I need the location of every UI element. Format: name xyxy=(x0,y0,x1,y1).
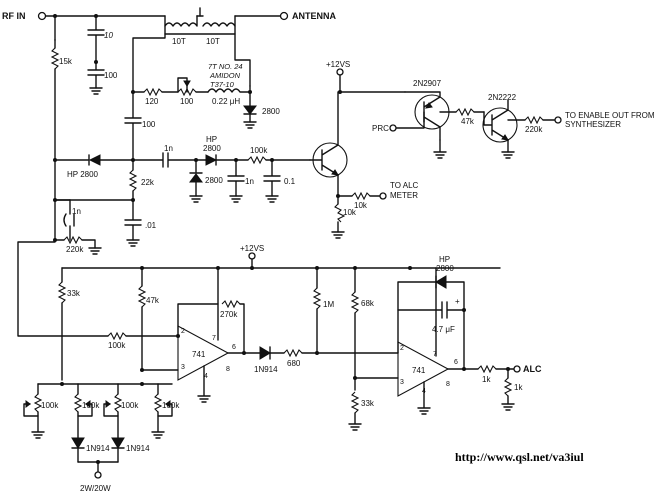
svg-text:4.7 μF: 4.7 μF xyxy=(432,325,455,334)
transistor-section: +12VS 10k TO ALC METER 10k 2N2907 PRC xyxy=(309,60,655,239)
svg-text:100k: 100k xyxy=(162,401,180,410)
plus12-mid-terminal xyxy=(248,252,256,260)
svg-text:741: 741 xyxy=(412,366,426,375)
svg-text:220k: 220k xyxy=(525,125,543,134)
svg-text:220k: 220k xyxy=(66,245,84,254)
svg-text:120: 120 xyxy=(145,97,159,106)
svg-text:2N2222: 2N2222 xyxy=(488,93,517,102)
svg-text:ALC: ALC xyxy=(523,364,542,374)
svg-text:1N914: 1N914 xyxy=(254,365,278,374)
svg-text:3: 3 xyxy=(181,364,185,371)
svg-text:7T NO. 24: 7T NO. 24 xyxy=(208,62,243,71)
svg-text:HP: HP xyxy=(439,255,450,264)
svg-text:270k: 270k xyxy=(220,310,238,319)
svg-text:.01: .01 xyxy=(145,221,157,230)
svg-text:1k: 1k xyxy=(514,383,523,392)
svg-text:3: 3 xyxy=(400,379,404,386)
svg-text:2: 2 xyxy=(400,345,404,352)
svg-text:TO ENABLE OUT FROM: TO ENABLE OUT FROM xyxy=(565,111,655,120)
svg-text:TO ALC: TO ALC xyxy=(390,181,419,190)
svg-text:0.1: 0.1 xyxy=(284,177,296,186)
svg-text:1N914: 1N914 xyxy=(126,444,150,453)
svg-text:1N914: 1N914 xyxy=(86,444,110,453)
svg-text:8: 8 xyxy=(446,381,450,388)
svg-text:10k: 10k xyxy=(343,208,357,217)
svg-text:1M: 1M xyxy=(323,300,334,309)
svg-text:100k: 100k xyxy=(108,341,126,350)
svg-text:PRC: PRC xyxy=(372,124,389,133)
svg-text:+12VS: +12VS xyxy=(240,244,264,253)
pot-d: 100k xyxy=(151,383,180,439)
svg-text:100k: 100k xyxy=(121,401,139,410)
svg-text:+: + xyxy=(455,297,460,306)
svg-text:7: 7 xyxy=(433,351,437,358)
svg-text:2800: 2800 xyxy=(205,176,223,185)
svg-text:10T: 10T xyxy=(206,37,220,46)
svg-text:100: 100 xyxy=(104,71,118,80)
opamp-section: +12VS 33k 100k 47k 741 2 3 7 4 8 xyxy=(17,239,542,431)
svg-text:2800: 2800 xyxy=(436,264,454,273)
svg-text:100k: 100k xyxy=(41,401,59,410)
svg-text:0.22 μH: 0.22 μH xyxy=(212,97,240,106)
svg-text:10k: 10k xyxy=(354,201,368,210)
pot-c: 100k xyxy=(103,383,139,439)
svg-text:68k: 68k xyxy=(361,299,375,308)
opamp-741-a xyxy=(177,325,230,381)
svg-text:HP 2800: HP 2800 xyxy=(67,170,99,179)
svg-text:6: 6 xyxy=(454,359,458,366)
pot-b: 100k xyxy=(73,383,100,439)
svg-text:2W/20W: 2W/20W xyxy=(80,484,111,493)
svg-text:HP: HP xyxy=(206,135,217,144)
svg-text:1n: 1n xyxy=(72,207,81,216)
svg-text:47k: 47k xyxy=(146,296,160,305)
svg-text:8: 8 xyxy=(226,366,230,373)
source-url: http://www.qsl.net/va3iul xyxy=(455,450,584,464)
svg-text:1k: 1k xyxy=(482,375,491,384)
antenna-terminal xyxy=(279,11,289,21)
svg-text:AMIDON: AMIDON xyxy=(209,71,241,80)
opamp-741-b xyxy=(397,341,450,397)
svg-text:100k: 100k xyxy=(82,401,100,410)
svg-text:T37-10: T37-10 xyxy=(210,80,235,89)
svg-text:METER: METER xyxy=(390,191,418,200)
svg-text:15k: 15k xyxy=(59,57,73,66)
rf-in-terminal xyxy=(37,11,47,21)
svg-text:100k: 100k xyxy=(250,146,268,155)
svg-text:100: 100 xyxy=(142,120,156,129)
svg-text:10: 10 xyxy=(104,31,113,40)
svg-text:47k: 47k xyxy=(461,117,475,126)
svg-text:100: 100 xyxy=(180,97,194,106)
svg-text:4: 4 xyxy=(204,373,208,380)
rf-transformer: 10T 10T xyxy=(164,7,281,46)
svg-text:680: 680 xyxy=(287,359,301,368)
detector-section: HP 2800 1n HP 2800 2800 1n 100k 0.1 xyxy=(53,135,311,255)
antenna-label: ANTENNA xyxy=(292,11,336,21)
svg-text:1n: 1n xyxy=(245,177,254,186)
svg-text:2800: 2800 xyxy=(262,107,280,116)
svg-text:33k: 33k xyxy=(67,289,81,298)
power-select-terminal xyxy=(94,471,102,479)
svg-text:22k: 22k xyxy=(141,178,155,187)
rf-input-section: RF IN 10 100 15k 10T 10T ANTE xyxy=(2,7,336,201)
svg-text:2: 2 xyxy=(181,328,185,335)
q-2n2222 xyxy=(482,107,518,143)
plus12-top-terminal xyxy=(336,68,344,76)
rf-in-label: RF IN xyxy=(2,11,26,21)
svg-text:2800: 2800 xyxy=(203,144,221,153)
power-select-section: 100k 100k 100k 100k 1N9 xyxy=(23,382,180,493)
svg-text:7: 7 xyxy=(212,335,216,342)
svg-text:6: 6 xyxy=(232,344,236,351)
svg-text:10T: 10T xyxy=(172,37,186,46)
svg-text:33k: 33k xyxy=(361,399,375,408)
svg-text:1n: 1n xyxy=(164,144,173,153)
svg-text:2N2907: 2N2907 xyxy=(413,79,442,88)
svg-text:+12VS: +12VS xyxy=(326,60,350,69)
svg-text:SYNTHESIZER: SYNTHESIZER xyxy=(565,120,621,129)
pot-a: 100k xyxy=(23,383,59,439)
svg-text:741: 741 xyxy=(192,350,206,359)
